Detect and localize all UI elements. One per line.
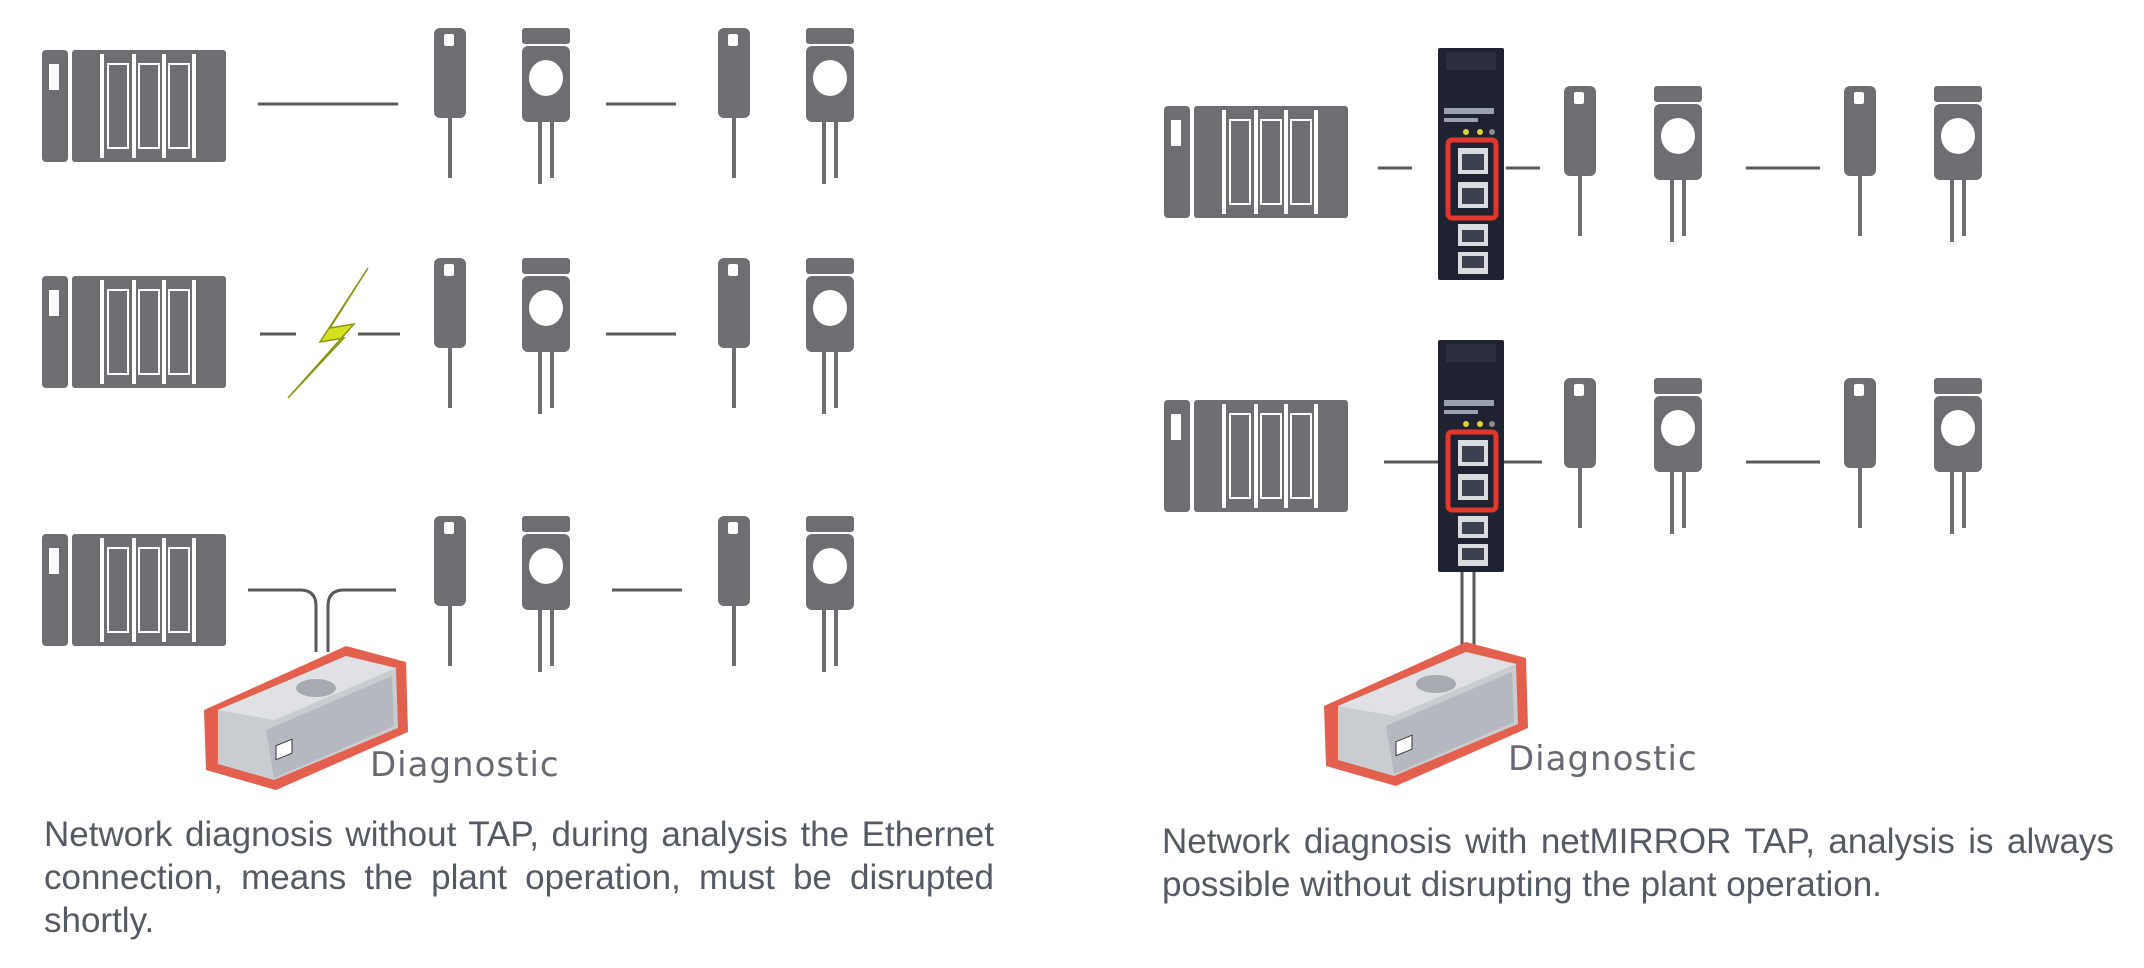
sensor-icon [434,28,466,178]
actuator-icon [1654,378,1702,534]
sensor-icon [434,516,466,666]
row-disrupted-connection [40,258,854,414]
actuator-icon [806,258,854,414]
caption-with-tap: Network diagnosis with netMIRROR TAP, an… [1162,822,2114,904]
sensor-icon [718,258,750,408]
sensor-icon [718,516,750,666]
row-with-tap-and-diagnostic: Diagnostic [1162,340,1982,787]
ethernet-line [326,588,396,652]
plc-rack-icon [1162,398,1350,514]
actuator-icon [1934,378,1982,534]
netmirror-tap-icon [1438,48,1504,280]
lightning-icon [287,267,369,399]
row-with-tap [1162,48,1982,280]
sensor-icon [718,28,750,178]
sensor-icon [1564,378,1596,528]
caption-without-tap: Network diagnosis without TAP, during an… [44,815,994,940]
sensor-icon [1564,86,1596,236]
actuator-icon [522,28,570,184]
plc-rack-icon [40,532,228,648]
actuator-icon [522,258,570,414]
ethernet-line [248,588,318,652]
actuator-icon [806,28,854,184]
diagnostic-label: Diagnostic [1508,739,1698,779]
sensor-icon [434,258,466,408]
sensor-icon [1844,378,1876,528]
row-normal-connection [40,28,854,184]
actuator-icon [806,516,854,672]
actuator-icon [1654,86,1702,242]
diagnostic-label: Diagnostic [370,745,560,785]
actuator-icon [522,516,570,672]
sensor-icon [1844,86,1876,236]
netmirror-tap-icon [1438,340,1504,572]
plc-rack-icon [1162,104,1350,220]
plc-rack-icon [40,48,228,164]
plc-rack-icon [40,274,228,390]
diagnostic-device-icon [1323,641,1529,787]
actuator-icon [1934,86,1982,242]
row-diagnostic-without-tap: Diagnostic [40,516,854,791]
